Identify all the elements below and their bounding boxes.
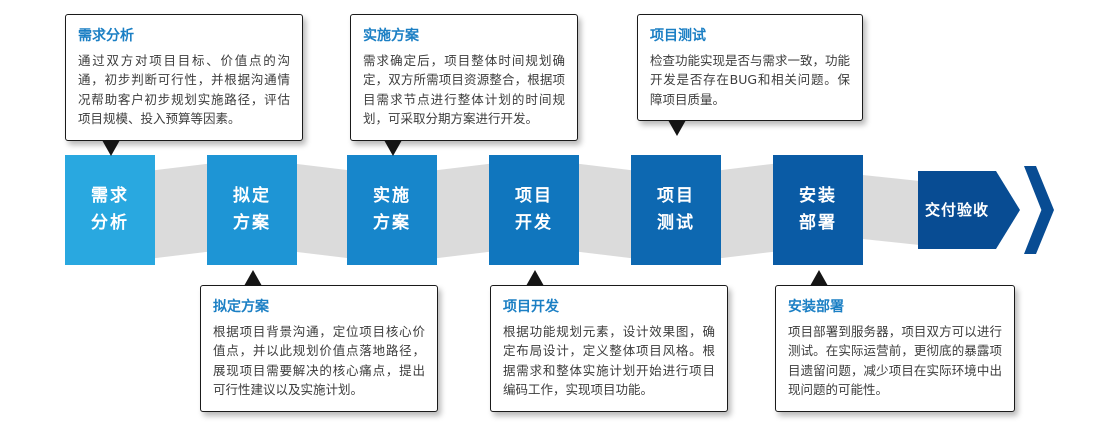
callout-pointer-icon xyxy=(102,139,120,156)
callout-title: 实施方案 xyxy=(363,28,419,44)
callout-plan-drafting: 拟定方案 根据项目背景沟通，定位项目核心价值点，并以此规划价值点落地路径，展现项… xyxy=(200,270,438,412)
ribbon-connector-6 xyxy=(858,174,924,246)
callout-body: 通过双方对项目目标、价值点的沟通，初步判断可行性，并根据沟通情况帮助客户初步规划… xyxy=(78,53,290,127)
stage-requirement-analysis: 需求 分析 xyxy=(65,155,155,265)
stage-installation-deployment: 安装 部署 xyxy=(773,155,863,265)
callout-requirement-analysis: 需求分析 通过双方对项目目标、价值点的沟通，初步判断可行性，并根据沟通情况帮助客… xyxy=(65,14,303,156)
ribbon-connector-3 xyxy=(432,163,494,259)
callout-pointer-icon xyxy=(526,270,544,286)
delivery-acceptance-arrow: 交付验收 xyxy=(918,166,1054,254)
callout-project-testing: 项目测试 检查功能实现是否与需求一致，功能开发是否存在BUG和相关问题。保障项目… xyxy=(637,14,863,137)
callout-project-development: 项目开发 根据功能规划元素，设计效果图，确定布局设计，定义整体项目风格。根据需求… xyxy=(490,270,728,412)
callout-pointer-icon xyxy=(384,139,402,156)
ribbon-connector-4 xyxy=(574,163,636,259)
callout-title: 需求分析 xyxy=(78,28,134,44)
stage-implementation-plan: 实施 方案 xyxy=(347,155,437,265)
callout-pointer-icon xyxy=(668,120,686,137)
callout-body: 根据项目背景沟通，定位项目核心价值点，并以此规划价值点落地路径，展现项目需要解决… xyxy=(213,324,425,398)
stage-project-testing: 项目 测试 xyxy=(631,155,721,265)
callout-body: 检查功能实现是否与需求一致，功能开发是否存在BUG和相关问题。保障项目质量。 xyxy=(650,53,851,107)
arrow-head-icon xyxy=(996,171,1020,249)
arrow-chevron-icon xyxy=(1024,166,1054,254)
callout-body: 项目部署到服务器，项目双方可以进行测试。在实际运营前，更彻底的暴露项目遗留问题，… xyxy=(788,324,1002,398)
callout-title: 拟定方案 xyxy=(213,299,269,315)
callout-title: 安装部署 xyxy=(788,299,844,315)
ribbon-connector-5 xyxy=(716,163,778,259)
callout-body: 根据功能规划元素，设计效果图，确定布局设计，定义整体项目风格。根据需求和整体实施… xyxy=(503,324,715,398)
callout-title: 项目测试 xyxy=(650,28,706,44)
stage-plan-drafting: 拟定 方案 xyxy=(207,155,297,265)
delivery-acceptance-label: 交付验收 xyxy=(918,171,996,249)
callout-installation-deployment: 安装部署 项目部署到服务器，项目双方可以进行测试。在实际运营前，更彻底的暴露项目… xyxy=(775,270,1015,412)
callout-pointer-icon xyxy=(244,270,262,286)
ribbon-connector-1 xyxy=(150,163,212,259)
stage-project-development: 项目 开发 xyxy=(489,155,579,265)
callout-implementation-plan: 实施方案 需求确定后，项目整体时间规划确定，双方所需项目资源整合，根据项目需求节… xyxy=(350,14,578,156)
callout-body: 需求确定后，项目整体时间规划确定，双方所需项目资源整合，根据项目需求节点进行整体… xyxy=(363,53,565,127)
callout-title: 项目开发 xyxy=(503,299,559,315)
ribbon-connector-2 xyxy=(292,163,352,259)
callout-pointer-icon xyxy=(810,270,828,286)
